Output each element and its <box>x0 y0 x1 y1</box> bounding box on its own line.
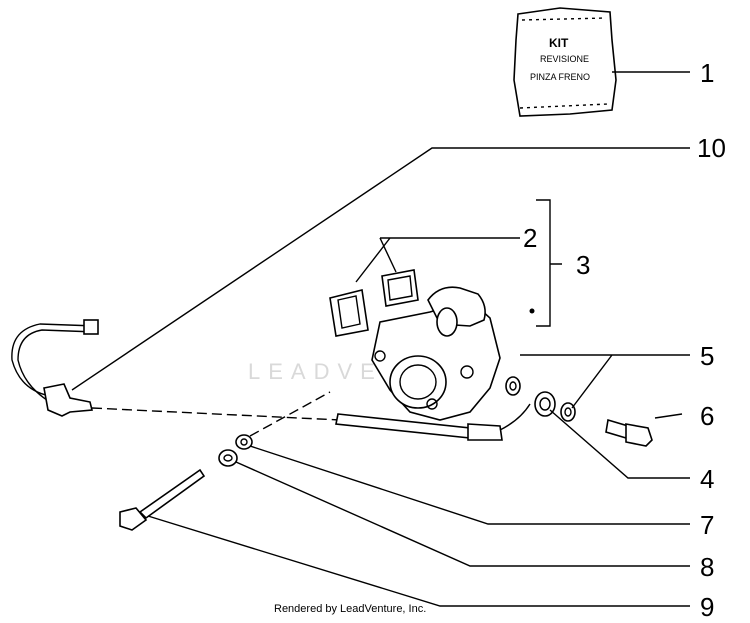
leader-lines <box>71 71 690 607</box>
brake-caliper <box>371 286 501 421</box>
kit-label-line1: KIT <box>549 36 569 50</box>
flat-washer <box>218 449 238 467</box>
brake-pads <box>329 269 419 337</box>
kit-label-line2: REVISIONE <box>540 54 589 64</box>
callout-7: 7 <box>700 510 714 540</box>
callout-3: 3 <box>576 250 590 280</box>
callout-10: 10 <box>697 133 726 163</box>
callout-9: 9 <box>700 592 714 622</box>
rendered-by-credit: Rendered by LeadVenture, Inc. <box>274 603 426 615</box>
brake-hose <box>11 319 531 441</box>
callout-1: 1 <box>700 58 714 88</box>
copper-washers <box>505 376 576 422</box>
callout-8: 8 <box>700 552 714 582</box>
callout-6: 6 <box>700 401 714 431</box>
banjo-bolt <box>605 418 653 447</box>
bolt-axis-line <box>249 391 331 437</box>
repair-kit-package: KIT REVISIONE PINZA FRENO <box>513 7 617 117</box>
kit-label-line3: PINZA FRENO <box>530 72 590 82</box>
callout-2: 2 <box>523 223 537 253</box>
mounting-bolt <box>119 468 206 531</box>
callout-4: 4 <box>700 464 714 494</box>
lock-washer <box>235 434 253 450</box>
callout-5: 5 <box>700 341 714 371</box>
